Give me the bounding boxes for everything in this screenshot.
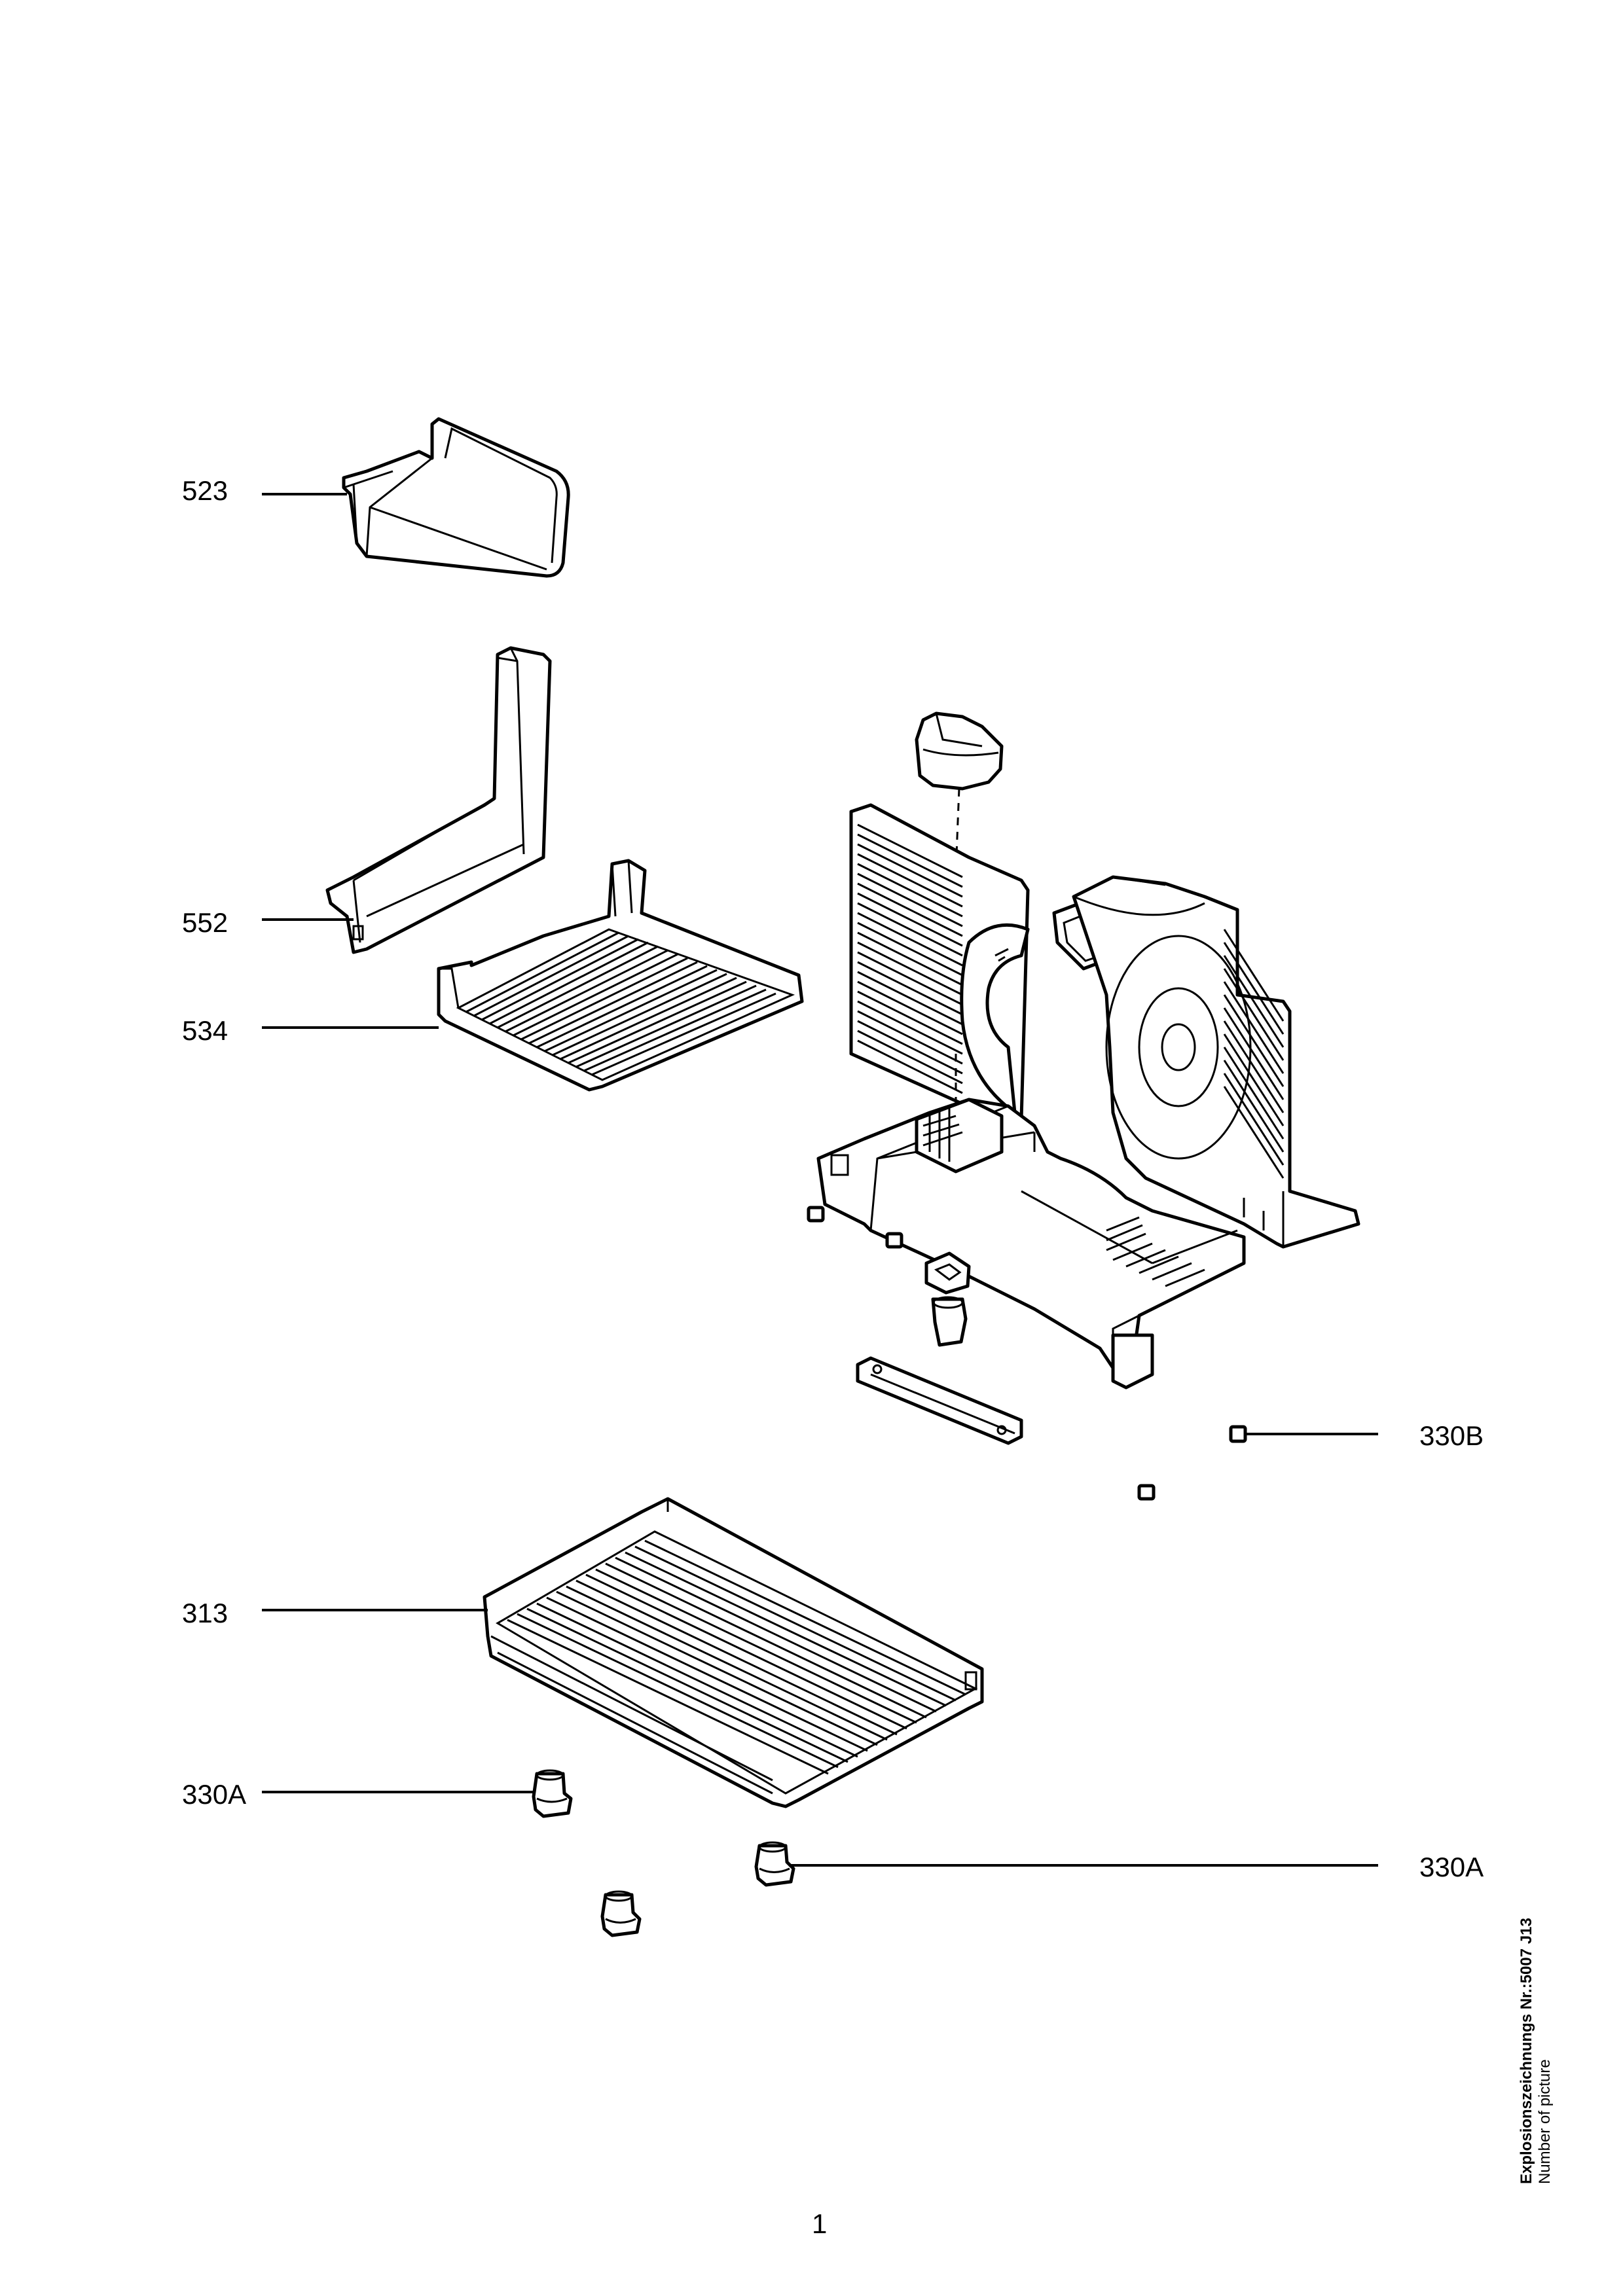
motor-housing	[1072, 875, 1360, 1249]
part-330a-foot-left	[532, 1769, 573, 1818]
gear-coupling	[924, 1251, 971, 1295]
small-foot-piece-2	[885, 1232, 903, 1249]
page-number: 1	[812, 2208, 827, 2239]
label-552: 552	[182, 907, 228, 938]
label-330a-left: 330A	[182, 1779, 246, 1810]
label-534: 534	[182, 1015, 228, 1046]
carriage-grooves	[465, 931, 776, 1076]
part-330a-foot-third	[600, 1890, 642, 1937]
vent-slots	[1106, 1216, 1205, 1287]
base-ribs	[507, 1539, 966, 1775]
part-330b-foot-2	[1137, 1484, 1156, 1501]
small-screw	[994, 948, 1009, 962]
blade-guard	[849, 803, 1030, 1128]
part-552-bracket	[325, 646, 552, 954]
label-313: 313	[182, 1598, 228, 1628]
small-foot-piece-1	[807, 1206, 825, 1223]
drawing-caption: Explosionszeichnungs Nr.:5007 J13 Number…	[1518, 1857, 1577, 2184]
caption-subtitle: Number of picture	[1536, 2059, 1554, 2184]
base-frame	[816, 1098, 1246, 1390]
part-330a-foot-right	[754, 1841, 795, 1887]
part-330b-foot	[1229, 1425, 1247, 1443]
label-330b: 330B	[1419, 1420, 1484, 1451]
part-523-end-piece	[342, 417, 570, 578]
knob	[915, 711, 1004, 791]
label-523: 523	[182, 475, 228, 506]
motor-shaft	[931, 1296, 968, 1347]
part-534-carriage	[437, 859, 804, 1092]
caption-title: Explosionszeichnungs Nr.:5007 J13	[1518, 1918, 1535, 2184]
label-330a-right: 330A	[1419, 1852, 1484, 1882]
bottom-plate	[856, 1356, 1023, 1445]
part-313-base-housing	[483, 1497, 984, 1808]
